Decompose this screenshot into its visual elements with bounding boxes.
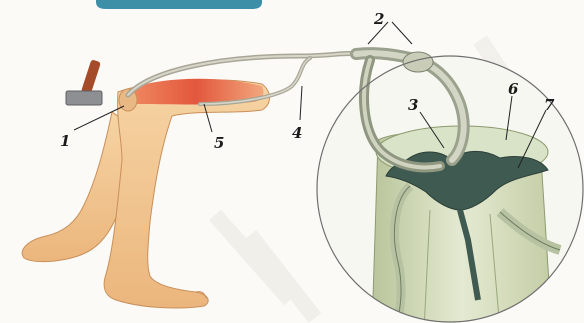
callout-6: 6 (508, 80, 519, 98)
callout-2: 2 (373, 10, 384, 28)
callout-5: 5 (214, 134, 224, 152)
callout-3: 3 (408, 96, 418, 114)
spinal-cord-inset (317, 52, 583, 323)
leg-illustration (22, 79, 269, 308)
front-leg (104, 80, 269, 308)
leader-4 (300, 86, 302, 120)
callout-7: 7 (544, 96, 555, 114)
callout-4: 4 (292, 124, 302, 142)
reflex-hammer (66, 59, 102, 105)
dorsal-root-ganglion (403, 52, 433, 72)
callout-1: 1 (60, 132, 70, 150)
header-tab (96, 0, 262, 9)
